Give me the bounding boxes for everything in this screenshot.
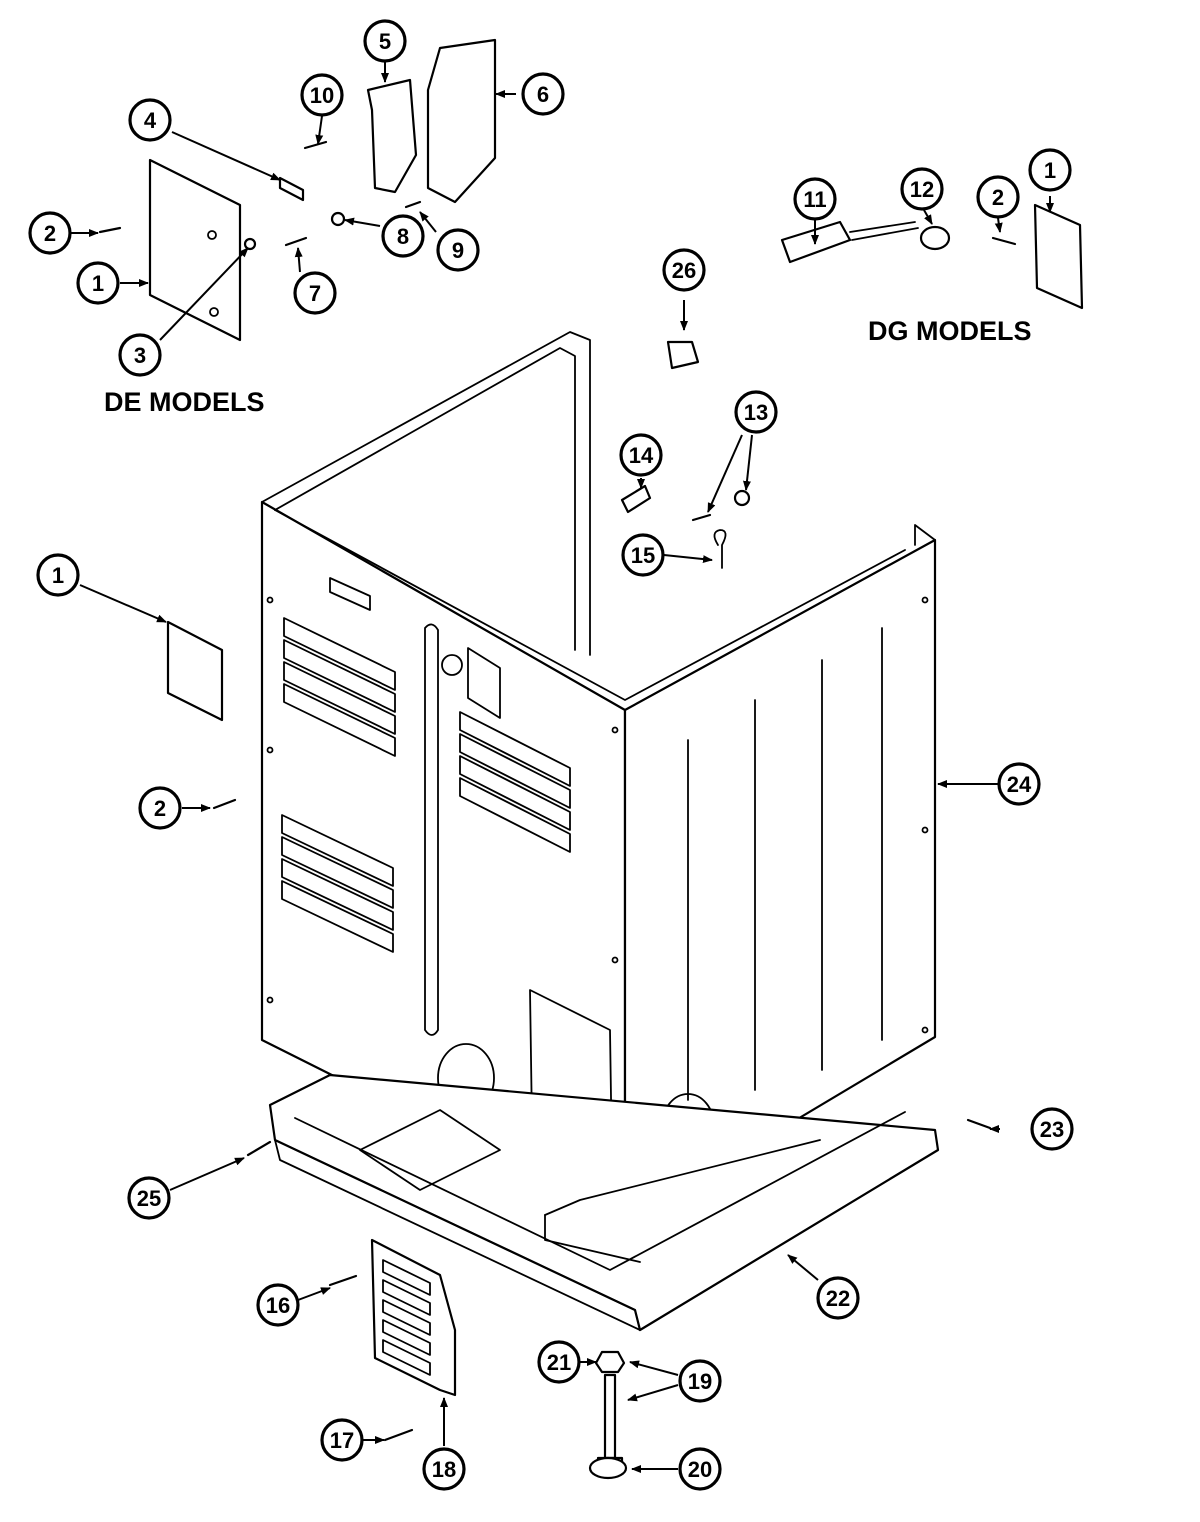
callout-11: 11	[793, 177, 837, 221]
svg-text:9: 9	[452, 238, 464, 263]
washer-13	[733, 489, 751, 507]
svg-text:2: 2	[992, 185, 1004, 210]
callout-13: 13	[734, 390, 778, 434]
screw-13	[691, 513, 712, 522]
callout-1-dg: 1	[1028, 148, 1072, 192]
cabinet-vent-slots	[281, 617, 571, 953]
callout-17: 17	[320, 1418, 364, 1462]
dg-models-label: DG MODELS	[868, 316, 1032, 346]
callout-20: 20	[678, 1447, 722, 1491]
callout-8: 8	[381, 214, 425, 258]
svg-text:2: 2	[154, 796, 166, 821]
callout-2-dg: 2	[976, 175, 1020, 219]
screw-2-dg	[991, 236, 1017, 246]
callout-16: 16	[256, 1283, 300, 1327]
svg-text:18: 18	[432, 1457, 456, 1482]
callout-18: 18	[422, 1447, 466, 1491]
svg-text:12: 12	[910, 177, 934, 202]
callout-3: 3	[118, 333, 162, 377]
svg-text:8: 8	[397, 224, 409, 249]
callout-12: 12	[900, 167, 944, 211]
washer-8	[330, 211, 346, 227]
foot-20	[588, 1456, 628, 1480]
screw-10	[303, 140, 328, 150]
bracket-6	[426, 38, 497, 204]
callout-5: 5	[363, 19, 407, 63]
strain-relief-12	[919, 225, 951, 251]
svg-text:14: 14	[629, 443, 654, 468]
svg-text:25: 25	[137, 1186, 161, 1211]
svg-text:24: 24	[1007, 772, 1032, 797]
callout-2-mid: 2	[138, 786, 182, 830]
callout-24: 24	[997, 762, 1041, 806]
base-frame	[268, 1073, 940, 1332]
svg-text:17: 17	[330, 1428, 354, 1453]
screw-23	[966, 1118, 992, 1130]
callout-6: 6	[521, 72, 565, 116]
terminal-block-5	[366, 78, 418, 194]
callout-1-mid: 1	[36, 553, 80, 597]
screw-17	[383, 1428, 414, 1442]
svg-text:21: 21	[547, 1350, 571, 1375]
callout-15: 15	[621, 533, 665, 577]
leader-lines	[70, 58, 1054, 1473]
callout-7: 7	[293, 271, 337, 315]
callout-26: 26	[662, 248, 706, 292]
nut-3	[243, 237, 257, 251]
callout-4: 4	[128, 98, 172, 142]
svg-text:19: 19	[688, 1369, 712, 1394]
screw-9	[404, 200, 422, 209]
callout-19: 19	[678, 1359, 722, 1403]
svg-text:20: 20	[688, 1457, 712, 1482]
hook-15	[713, 529, 727, 569]
screw-7	[284, 236, 308, 247]
nut-21	[594, 1350, 626, 1374]
callout-23: 23	[1030, 1107, 1074, 1151]
svg-text:1: 1	[52, 563, 64, 588]
screw-25	[246, 1140, 272, 1157]
svg-text:26: 26	[672, 258, 696, 283]
svg-text:10: 10	[310, 83, 334, 108]
clamp-4	[278, 176, 305, 202]
svg-text:22: 22	[826, 1286, 850, 1311]
screw-2-mid	[212, 798, 237, 810]
svg-text:16: 16	[266, 1293, 290, 1318]
callout-21: 21	[537, 1340, 581, 1384]
svg-text:13: 13	[744, 400, 768, 425]
toe-grille	[370, 1238, 457, 1397]
svg-text:2: 2	[44, 221, 56, 246]
callout-10: 10	[300, 73, 344, 117]
clip-14	[620, 484, 652, 514]
callout-14: 14	[619, 433, 663, 477]
screw-16	[328, 1274, 358, 1287]
svg-text:1: 1	[92, 271, 104, 296]
callout-25: 25	[127, 1176, 171, 1220]
svg-text:1: 1	[1044, 158, 1056, 183]
screw-2-top	[98, 226, 122, 234]
callout-9: 9	[436, 228, 480, 272]
de-back-plate	[148, 158, 242, 342]
svg-text:3: 3	[134, 343, 146, 368]
callout-22: 22	[816, 1276, 860, 1320]
callout-2-top: 2	[28, 211, 72, 255]
svg-text:4: 4	[144, 108, 157, 133]
svg-text:7: 7	[309, 281, 321, 306]
leveling-leg-19	[603, 1373, 617, 1460]
callout-1-de: 1	[76, 261, 120, 305]
svg-text:15: 15	[631, 543, 655, 568]
cabinet	[260, 331, 937, 1224]
clip-26	[666, 340, 700, 370]
de-models-label: DE MODELS	[104, 387, 265, 417]
dg-back-plate	[1033, 203, 1084, 310]
svg-text:6: 6	[537, 82, 549, 107]
svg-text:23: 23	[1040, 1117, 1064, 1142]
svg-text:11: 11	[803, 187, 826, 212]
access-cover-plate	[166, 620, 224, 722]
svg-text:5: 5	[379, 29, 391, 54]
